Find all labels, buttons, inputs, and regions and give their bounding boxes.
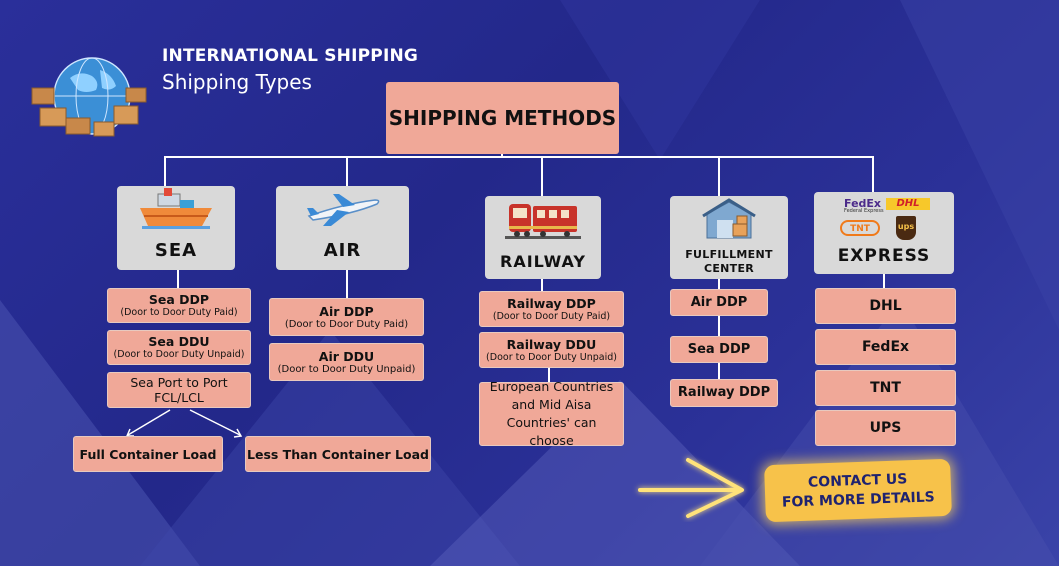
air-item: Air DDU (Door to Door Duty Unpaid) [269, 343, 424, 381]
connector [541, 156, 543, 196]
category-label-express: EXPRESS [837, 246, 931, 266]
fulfillment-item: Air DDP [670, 289, 768, 316]
connector [177, 270, 179, 288]
connector [164, 156, 166, 186]
air-item: Air DDP (Door to Door Duty Paid) [269, 298, 424, 336]
warehouse-icon [702, 198, 756, 239]
item-title: Sea DDP [148, 292, 210, 308]
fedex-logo-text: FedEx [844, 197, 882, 210]
sea-item: Sea DDU (Door to Door Duty Unpaid) [107, 330, 251, 365]
connector [718, 363, 720, 379]
item-title: Railway DDP [507, 295, 596, 311]
item-title: Air DDP [319, 303, 374, 319]
branch-label: Full Container Load [79, 446, 217, 462]
express-item: TNT [815, 370, 956, 406]
railway-item: Railway DDP (Door to Door Duty Paid) [479, 291, 624, 327]
label-line: CENTER [703, 262, 755, 276]
connector [541, 279, 543, 291]
tnt-logo: TNT [840, 220, 880, 236]
contact-us-button[interactable]: CONTACT US FOR MORE DETAILS [764, 458, 952, 523]
item-note: (Door to Door Duty Unpaid) [486, 351, 617, 363]
express-item: DHL [815, 288, 956, 324]
sea-branch-lcl: Less Than Container Load [245, 436, 431, 472]
arrow-right-icon [638, 458, 744, 518]
ship-icon [140, 188, 212, 229]
globe-boxes-icon [30, 48, 150, 143]
ups-logo: ups [896, 216, 916, 240]
root-shipping-methods: SHIPPING METHODS [386, 82, 619, 154]
dhl-logo: DHL [886, 198, 930, 210]
item-title: Railway DDP [677, 385, 771, 401]
item-title: Railway DDU [506, 336, 597, 352]
connector [883, 274, 885, 288]
header-subtitle: Shipping Types [162, 70, 312, 94]
item-title: Sea DDU [148, 334, 210, 350]
item-title: Sea DDP [687, 341, 751, 357]
connector [718, 316, 720, 336]
category-sea: SEA [117, 186, 235, 270]
category-label-sea: SEA [154, 240, 198, 261]
branch-label: Less Than Container Load [247, 446, 429, 462]
item-title: Air DDP [690, 294, 748, 310]
item-note: (Door to Door Duty Paid) [284, 318, 409, 330]
fulfillment-item: Railway DDP [670, 379, 778, 407]
train-icon [505, 204, 581, 239]
connector [548, 368, 550, 382]
cta-line: FOR MORE DETAILS [781, 488, 935, 511]
category-railway: RAILWAY [485, 196, 601, 279]
item-title: FedEx [861, 338, 910, 355]
sea-branch-fcl: Full Container Load [73, 436, 223, 472]
connector [346, 270, 348, 298]
item-note: (Door to Door Duty Unpaid) [277, 363, 416, 375]
sea-item: Sea Port to Port FCL/LCL [107, 372, 251, 408]
category-label-air: AIR [323, 240, 362, 261]
item-title: DHL [869, 297, 902, 314]
fedex-logo-subtext: Federal Express [844, 208, 884, 214]
label-line: FULFILLMENT [685, 248, 773, 261]
express-item: FedEx [815, 329, 956, 365]
item-title: TNT [870, 379, 901, 396]
express-item: UPS [815, 410, 956, 446]
item-title: European Countries and Mid Aisa Countrie… [489, 378, 614, 449]
connector [718, 156, 720, 196]
category-air: AIR [276, 186, 409, 270]
airplane-icon [306, 194, 379, 226]
item-note: (Door to Door Duty Unpaid) [113, 349, 245, 361]
item-title: Air DDU [318, 348, 375, 364]
item-title: Sea Port to Port [130, 375, 228, 390]
connector [718, 279, 720, 289]
category-fulfillment: FULFILLMENT CENTER [670, 196, 788, 279]
connector [346, 156, 348, 186]
railway-item: Railway DDU (Door to Door Duty Unpaid) [479, 332, 624, 368]
fulfillment-item: Sea DDP [670, 336, 768, 363]
carrier-logos: FedEx Federal Express DHL TNT ups [814, 192, 954, 244]
category-label-fulfillment: FULFILLMENT CENTER [685, 248, 773, 277]
sea-item: Sea DDP (Door to Door Duty Paid) [107, 288, 251, 323]
railway-item: European Countries and Mid Aisa Countrie… [479, 379, 624, 448]
item-note: FCL/LCL [154, 390, 204, 405]
category-express: FedEx Federal Express DHL TNT ups EXPRES… [814, 192, 954, 274]
item-note: (Door to Door Duty Paid) [492, 310, 611, 322]
item-title: UPS [869, 419, 902, 436]
item-note: (Door to Door Duty Paid) [120, 307, 238, 319]
category-label-railway: RAILWAY [500, 252, 586, 271]
header-title: INTERNATIONAL SHIPPING [162, 46, 419, 66]
fedex-logo: FedEx Federal Express [844, 198, 884, 214]
connector [872, 156, 874, 192]
connector [164, 156, 874, 158]
